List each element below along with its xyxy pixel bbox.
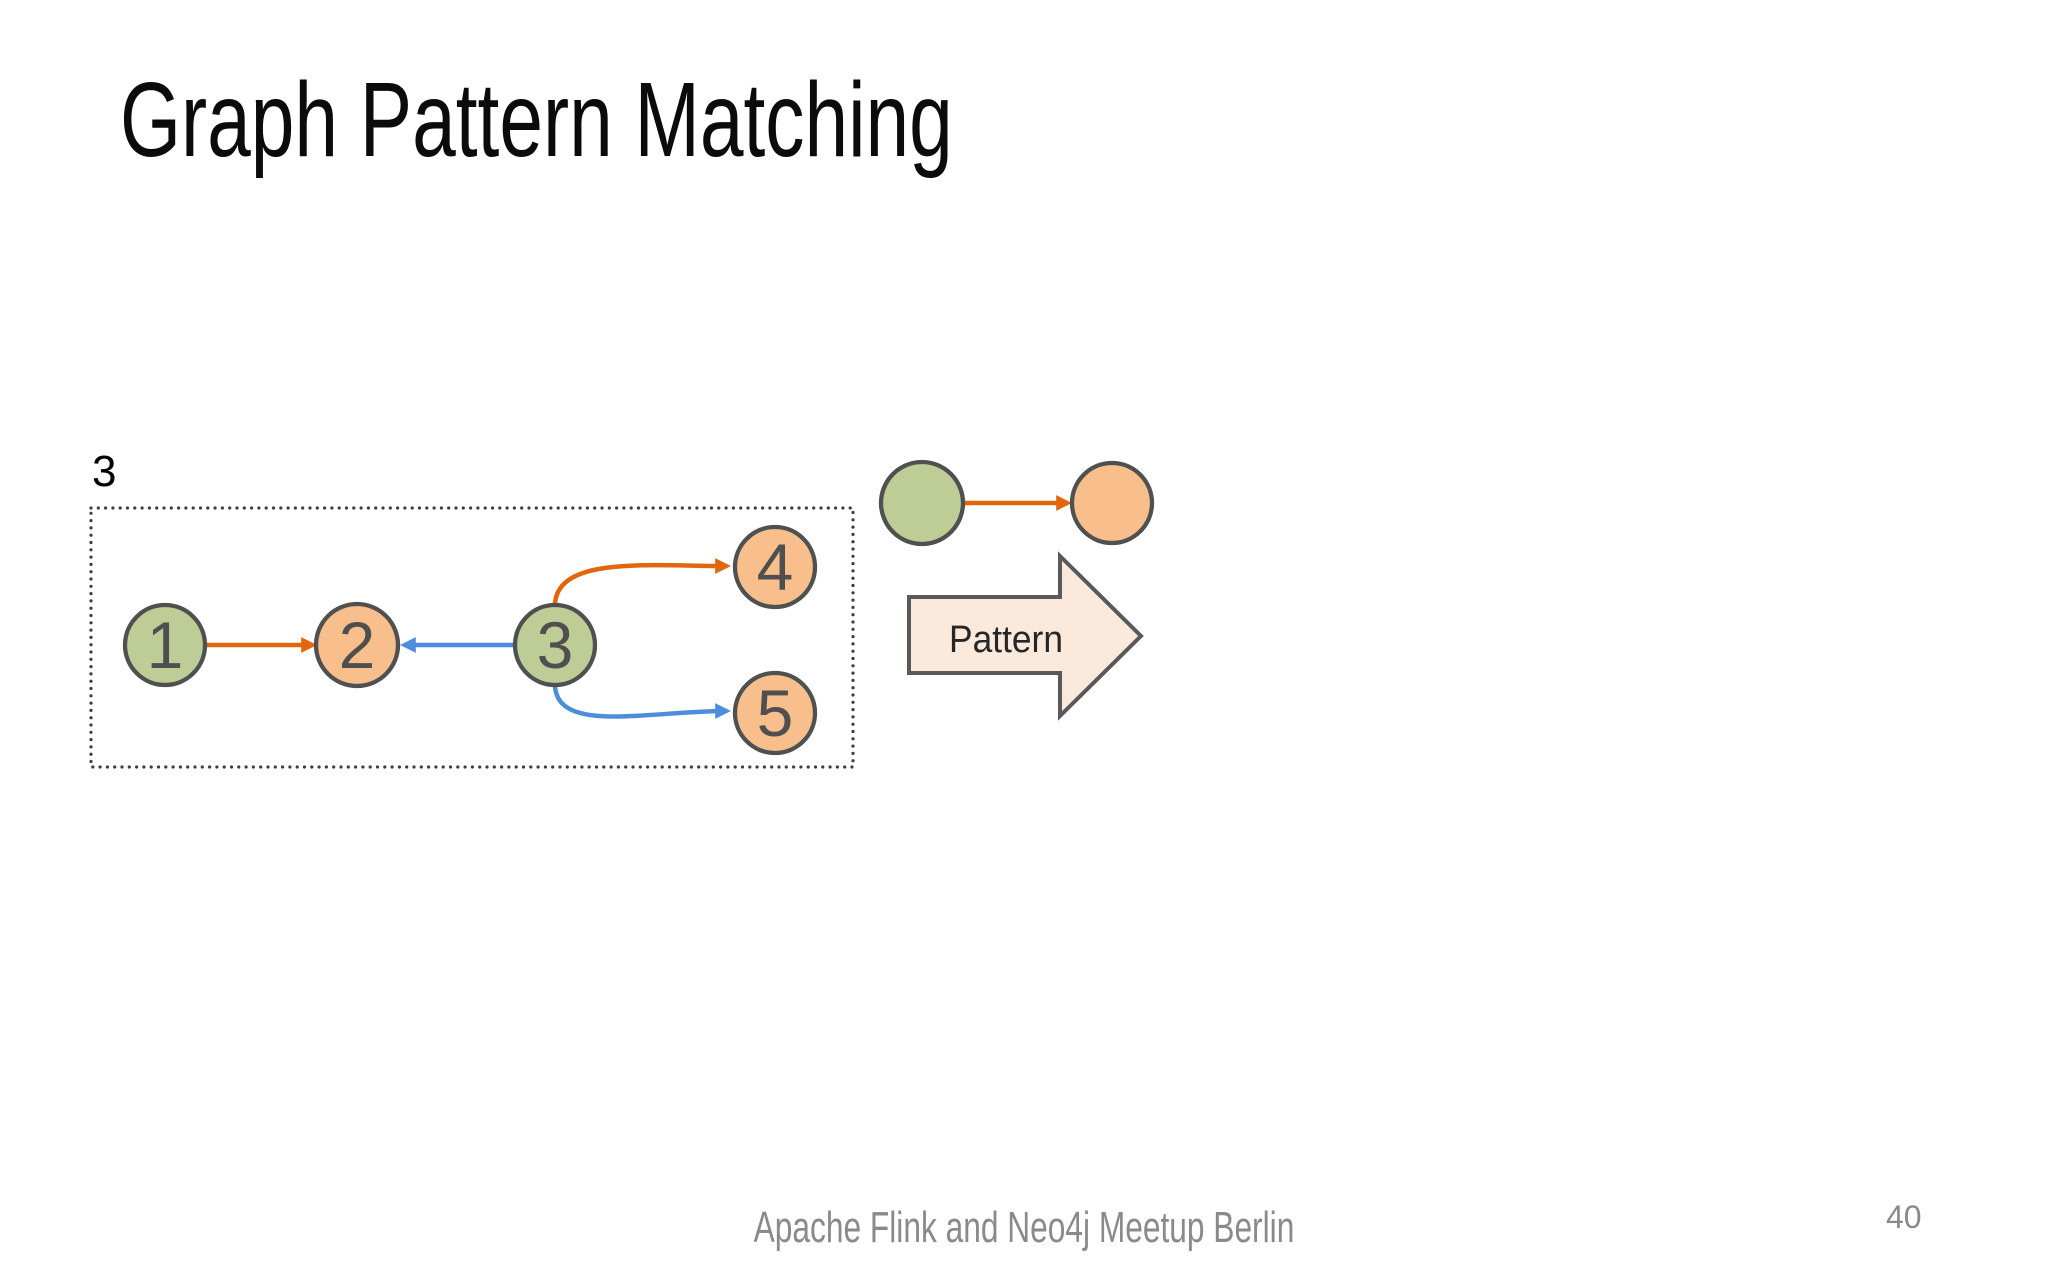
node-5-label: 5 bbox=[757, 676, 794, 750]
edge-3-to-4 bbox=[552, 558, 731, 605]
graph-group-label: 3 bbox=[92, 447, 117, 496]
node-1-label: 1 bbox=[147, 608, 184, 682]
node-5 bbox=[732, 670, 818, 756]
pattern-node-orange bbox=[1069, 460, 1155, 546]
footer-text: Apache Flink and Neo4j Meetup Berlin bbox=[753, 1203, 1295, 1252]
slide-title: Graph Pattern Matching bbox=[120, 61, 953, 179]
graph-bounding-box bbox=[89, 506, 855, 769]
node-2-label: 2 bbox=[339, 608, 376, 682]
pattern-block-arrow-icon bbox=[907, 551, 1144, 721]
node-3-label: 3 bbox=[537, 608, 574, 682]
node-1 bbox=[122, 602, 208, 688]
edge-3-to-5 bbox=[552, 685, 731, 719]
pattern-block-arrow-label: Pattern bbox=[949, 619, 1063, 661]
node-2 bbox=[313, 601, 401, 689]
node-3 bbox=[512, 602, 598, 688]
node-4 bbox=[732, 524, 818, 610]
pattern-node-green bbox=[878, 459, 966, 547]
node-4-label: 4 bbox=[757, 530, 794, 604]
page-number: 40 bbox=[1886, 1199, 1922, 1235]
